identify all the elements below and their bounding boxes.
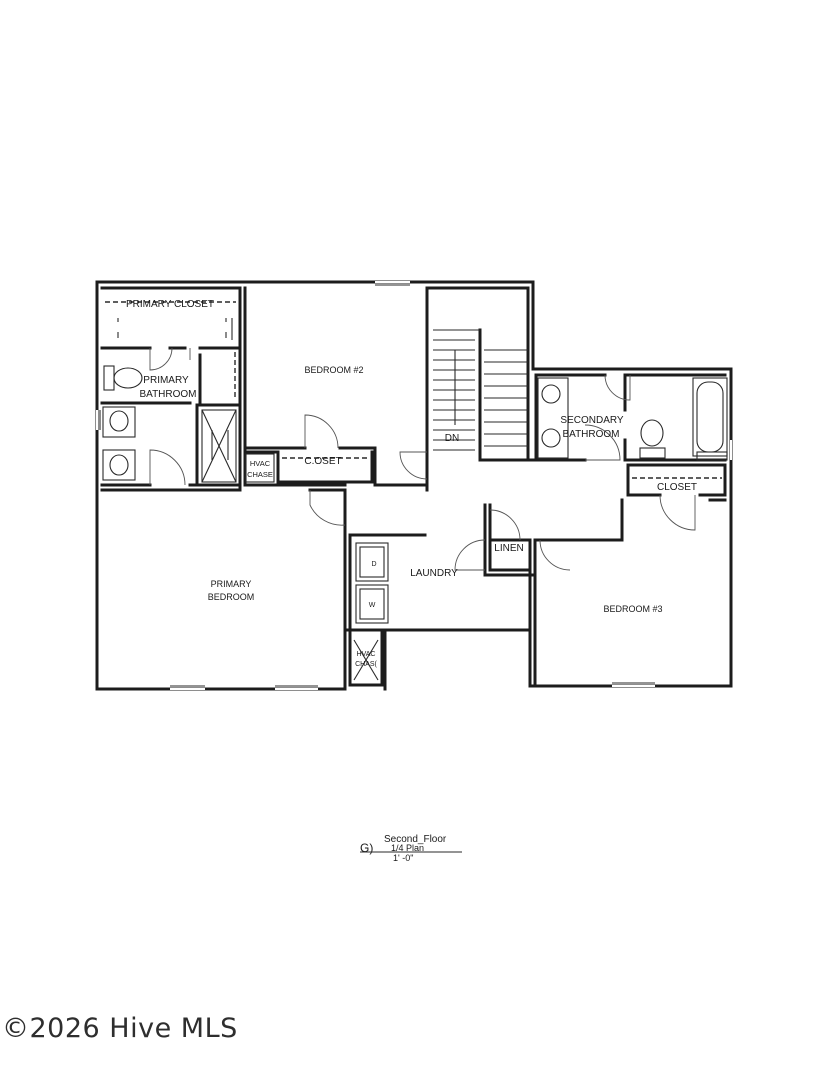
room-labels: PRIMARY CLOSET PRIMARY BATHROOM BEDROOM …: [126, 299, 697, 668]
drawing-scale-unit: 1' -0": [393, 853, 413, 863]
room-label-hvac-chase: HVAC: [357, 651, 376, 658]
room-label-primary-closet: PRIMARY CLOSET: [126, 299, 214, 310]
room-label-primary-bathroom: PRIMARY: [143, 375, 189, 386]
dryer-label: D: [371, 561, 376, 568]
toilet-icon: [103, 365, 143, 391]
room-label-linen: LINEN: [494, 543, 523, 554]
room-label-closet: C.OSET: [304, 456, 341, 467]
sink-icon: [537, 377, 569, 459]
dryer-icon: [355, 542, 389, 582]
room-label-hvac-chase: HVAC: [250, 459, 271, 468]
room-label-primary-bedroom: BEDROOM: [208, 592, 255, 602]
room-label-laundry: LAUNDRY: [410, 568, 458, 579]
drawing-marker: G): [360, 841, 373, 855]
toilet-icon: [639, 419, 666, 459]
interior-walls: [100, 286, 727, 691]
room-label-hvac-chase: CHASE: [247, 470, 273, 479]
room-label-bedroom-3: BEDROOM #3: [603, 604, 662, 614]
drawing-name: Second_Floor: [384, 834, 447, 845]
washer-icon: [355, 584, 389, 624]
shower-icon: [201, 409, 237, 483]
stairs: [433, 329, 528, 451]
sink-icon: [102, 406, 136, 481]
watermark: ©2026 Hive MLS: [2, 1013, 238, 1044]
washer-label: W: [369, 602, 376, 609]
room-label-closet: CLOSET: [657, 482, 697, 493]
bathtub-icon: [692, 377, 728, 457]
drawing-title: G) Second_Floor 1/4 Plan 1' -0": [360, 834, 462, 863]
drawing-scale: 1/4 Plan: [391, 843, 424, 853]
room-label-bedroom-2: BEDROOM #2: [304, 365, 363, 375]
room-label-primary-bathroom: BATHROOM: [139, 389, 196, 400]
room-label-secondary-bathroom: SECONDARY: [560, 415, 623, 426]
door-swings: [149, 347, 696, 571]
room-label-hvac-chase: CHAS(: [355, 661, 377, 668]
fixtures: [102, 301, 728, 681]
room-label-primary-bedroom: PRIMARY: [211, 579, 252, 589]
room-label-secondary-bathroom: BATHROOM: [562, 429, 619, 440]
stair-down-label: DN: [445, 433, 459, 444]
